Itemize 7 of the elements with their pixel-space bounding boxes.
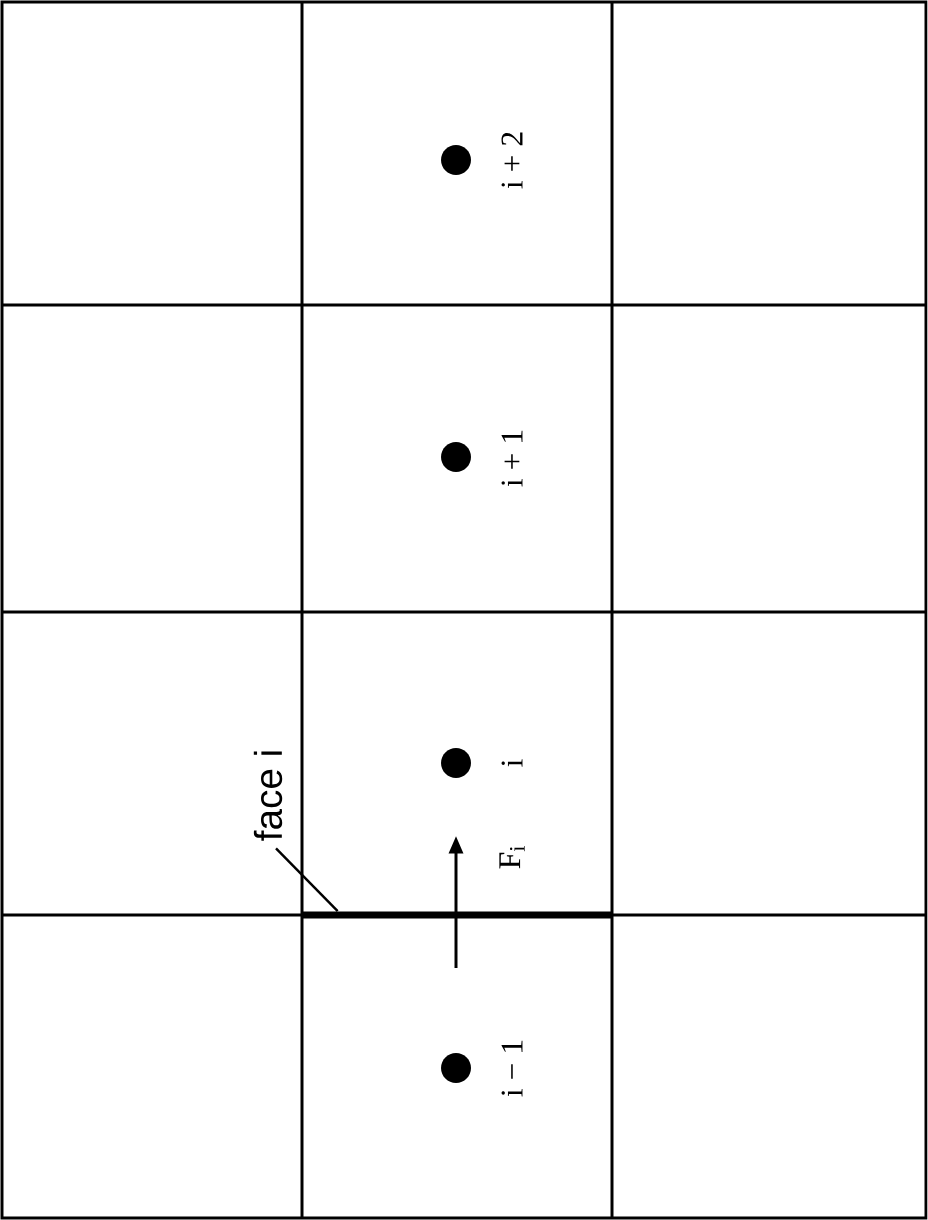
label-text: face i bbox=[253, 751, 283, 841]
cell-index: i + 1 bbox=[501, 430, 523, 487]
cell-index: i − 1 bbox=[501, 1040, 523, 1097]
leader-line bbox=[275, 847, 339, 912]
cell-index: i + 2 bbox=[501, 132, 523, 189]
cell-index: F$_{i}$ bbox=[499, 846, 525, 869]
cell-index: i bbox=[501, 759, 523, 767]
